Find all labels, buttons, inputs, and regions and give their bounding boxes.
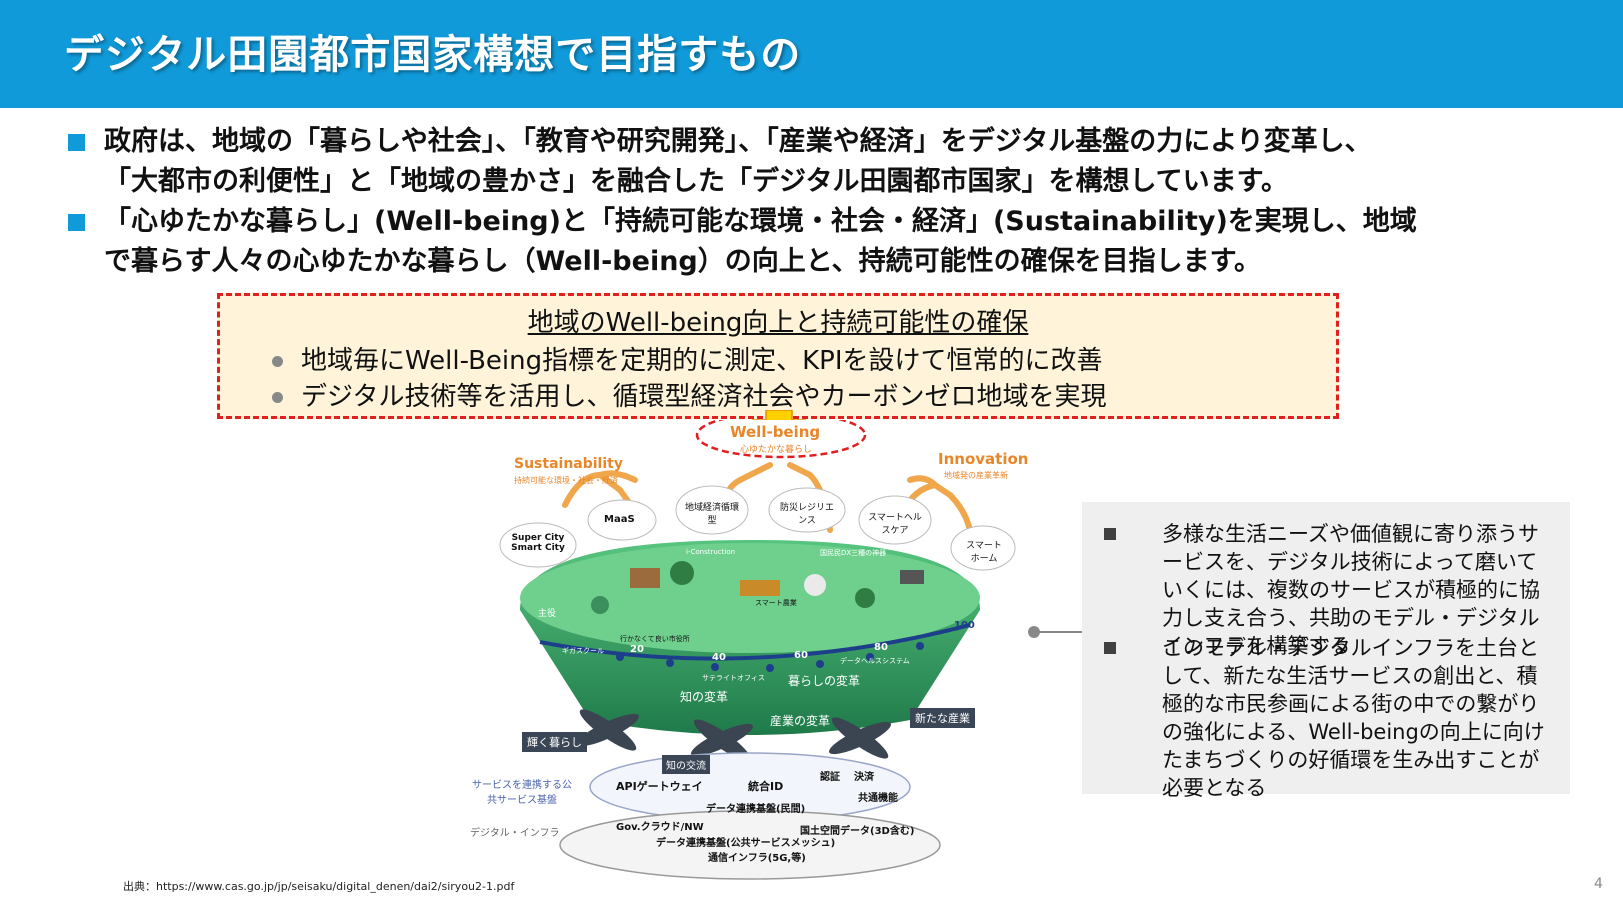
network-infra-label: 通信インフラ(5G,等) (708, 853, 806, 864)
wellbeing-sub-label: 心ゆたかな暮らし (740, 445, 813, 455)
wellbeing-label: Well-being (730, 423, 821, 441)
knowledge-exchange-label: 知の交流 (662, 755, 710, 774)
wellbeing-ellipse (695, 420, 867, 459)
new-industry-label: 新たな産業 (910, 708, 975, 728)
common-function-label: 共通機能 (858, 793, 898, 804)
progress-path (539, 623, 971, 661)
construction-label: i-Construction (686, 548, 736, 556)
public-service-platform-label: サービスを連携する公共サービス基盤 (472, 780, 572, 806)
life-change-label: 暮らしの変革 (788, 674, 861, 688)
slide-title: デジタル田園都市国家構想で目指すもの (64, 32, 802, 78)
innovation-sub-label: 地域発の産業革新 (944, 471, 1008, 480)
digital-infra-platform (559, 810, 941, 880)
knowledge-change-label: 知の変革 (680, 690, 729, 704)
health-system-label: データヘルスシステム (840, 657, 910, 665)
side-item-text: 多様な生活ニーズや価値観に寄り添うサービスを、デジタル技術によって磨いていくには… (1162, 522, 1540, 658)
goal-box: 地域のWell-being向上と持続可能性の確保 地域毎にWell-Being指… (217, 293, 1339, 419)
square-bullet-icon (1104, 642, 1116, 654)
goal-item: デジタル技術等を活用し、循環型経済社会やカーボンゼロ地域を実現 (272, 376, 1106, 413)
side-item-text: このモデル・デジタルインフラを土台として、新たな生活サービスの創出と、積極的な市… (1162, 636, 1545, 800)
private-data-platform-label: データ連携基盤(民間) (706, 804, 806, 815)
supercity-label: Super City Smart City (511, 533, 565, 553)
smart-agri-label: スマート農業 (755, 599, 797, 607)
bullet-line: で暮らす人々の心ゆたかな暮らし（Well-being）の向上と、持続可能性の確保… (104, 246, 1261, 277)
satellite-office-label: サテライトオフィス (702, 674, 765, 682)
geo-data-label: 国土空間データ(3D含む) (800, 826, 915, 837)
api-gateway-label: APIゲートウェイ (616, 780, 703, 793)
bowl-top (520, 543, 980, 653)
progress-dots (616, 642, 924, 672)
square-bullet-icon (68, 214, 85, 231)
side-panel: 多様な生活ニーズや価値観に寄り添うサービスを、デジタル技術によって磨いていくには… (1082, 502, 1570, 800)
city-decorations (591, 561, 924, 614)
bullet-item: 「心ゆたかな暮らし」(Well-being)と「持続可能な環境・社会・経済」(S… (64, 202, 1574, 282)
gov-cloud-label: Gov.クラウド/NW (616, 822, 704, 833)
industry-change-label: 産業の変革 (770, 714, 831, 728)
public-data-platform-label: データ連携基盤(公共サービスメッシュ) (656, 838, 836, 849)
digital-infra-label: デジタル・インフラ (470, 828, 560, 839)
healthcare-label: スマートヘルスケア (868, 513, 922, 536)
city-hall-label: 行かなくて良い市役所 (620, 635, 690, 643)
scale-60: 60 (794, 650, 808, 661)
unified-id-label: 統合ID (748, 780, 784, 793)
circular-economy-label: 地域経済循環型 (684, 503, 739, 526)
connector-line (1033, 631, 1083, 633)
goal-item-text: デジタル技術等を活用し、循環型経済社会やカーボンゼロ地域を実現 (301, 382, 1107, 412)
dx-label: 国民民DX三種の神器 (820, 549, 887, 557)
auth-label: 認証 (820, 772, 840, 783)
smarthome-label: スマートホーム (966, 541, 1002, 564)
goal-item-text: 地域毎にWell-Being指標を定期的に測定、KPIを設けて恒常的に改善 (301, 346, 1103, 376)
giga-school-label: ギガスクール (562, 647, 604, 655)
page-number: 4 (1594, 876, 1603, 892)
sustainability-sub-label: 持続可能な環境・社会・経済 (514, 476, 618, 485)
sustainability-label: Sustainability (514, 456, 623, 472)
side-item: 多様な生活ニーズや価値観に寄り添うサービスを、デジタル技術によって磨いていくには… (1104, 520, 1554, 660)
bullet-line: 「大都市の利便性」と「地域の豊かさ」を融合した「デジタル田園都市国家」を構想して… (104, 166, 1288, 197)
bullet-line: 政府は、地域の「暮らしや社会」、「教育や研究開発」、「産業や経済」をデジタル基盤… (104, 126, 1372, 157)
scale-100: 100 (954, 620, 975, 631)
intro-bullets: 政府は、地域の「暮らしや社会」、「教育や研究開発」、「産業や経済」をデジタル基盤… (64, 122, 1574, 282)
resilience-label: 防災レジリエンス (779, 503, 834, 526)
scale-80: 80 (874, 642, 888, 653)
scale-20: 20 (630, 644, 644, 655)
source-citation: 出典：https://www.cas.go.jp/jp/seisaku/digi… (123, 880, 515, 893)
shining-life-label: 輝く暮らし (522, 732, 587, 752)
goal-title: 地域のWell-being向上と持続可能性の確保 (527, 308, 1029, 338)
bullet-line: 「心ゆたかな暮らし」(Well-being)と「持続可能な環境・社会・経済」(S… (104, 206, 1417, 237)
main-role-label: 主役 (538, 609, 557, 619)
innovation-label: Innovation (938, 450, 1029, 468)
service-bubbles (499, 485, 1016, 571)
square-bullet-icon (68, 134, 85, 151)
scale-40: 40 (712, 652, 726, 663)
maas-label: MaaS (604, 514, 635, 525)
square-bullet-icon (1104, 528, 1116, 540)
payment-label: 決済 (854, 772, 874, 783)
digital-city-illustration: Well-being 心ゆたかな暮らし Sustainability 持続可能な… (470, 420, 1030, 900)
bullet-item: 政府は、地域の「暮らしや社会」、「教育や研究開発」、「産業や経済」をデジタル基盤… (64, 122, 1574, 202)
side-item: このモデル・デジタルインフラを土台として、新たな生活サービスの創出と、積極的な市… (1104, 634, 1554, 802)
goal-item: 地域毎にWell-Being指標を定期的に測定、KPIを設けて恒常的に改善 (272, 340, 1103, 377)
dot-bullet-icon (272, 356, 283, 367)
slide-header: デジタル田園都市国家構想で目指すもの (0, 0, 1623, 108)
propeller-icons (577, 709, 891, 761)
dot-bullet-icon (272, 392, 283, 403)
